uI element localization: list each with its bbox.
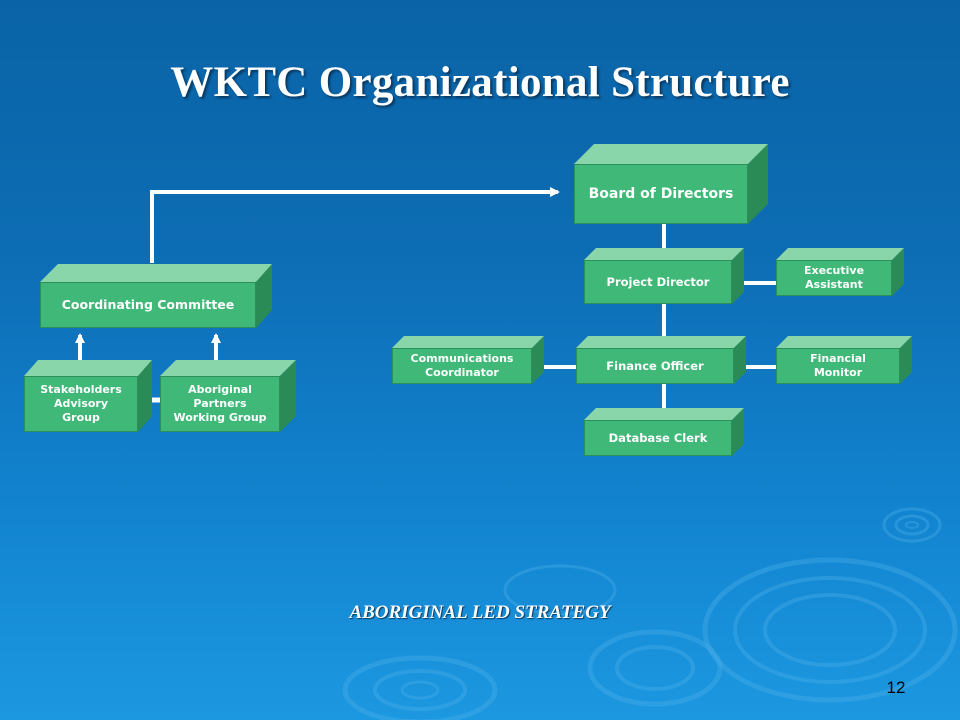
board-of-directors-label: Board of Directors xyxy=(588,185,734,202)
communications-coordinator-box: Communications Coordinator xyxy=(392,348,532,384)
financial-monitor-label: Financial Monitor xyxy=(810,351,866,379)
executive-assistant-box: Executive Assistant xyxy=(776,260,892,296)
committee-to-board-connector xyxy=(150,187,560,263)
aboriginal-partners-working-group-box: Aboriginal Partners Working Group xyxy=(160,376,280,432)
coordinating-committee-box: Coordinating Committee xyxy=(40,282,256,328)
page-number: 12 xyxy=(886,678,906,697)
slide-title: WKTC Organizational Structure xyxy=(170,59,790,106)
board-of-directors-box: Board of Directors xyxy=(574,164,748,224)
communications-coordinator-label: Communications Coordinator xyxy=(410,351,514,379)
stakeholders-advisory-group-label: Stakeholders Advisory Group xyxy=(40,382,122,425)
database-clerk-label: Database Clerk xyxy=(608,430,708,445)
project-director-label: Project Director xyxy=(606,274,710,289)
box-3d-faces xyxy=(24,144,912,456)
project-director-box: Project Director xyxy=(584,260,732,304)
aboriginal-led-strategy-text: ABORIGINAL LED STRATEGY xyxy=(349,602,611,623)
stakeholders-advisory-group-box: Stakeholders Advisory Group xyxy=(24,376,138,432)
aboriginal-partners-working-group-label: Aboriginal Partners Working Group xyxy=(173,382,267,425)
executive-assistant-label: Executive Assistant xyxy=(803,263,865,291)
financial-monitor-box: Financial Monitor xyxy=(776,348,900,384)
coordinating-committee-label: Coordinating Committee xyxy=(61,296,235,312)
finance-officer-box: Finance Officer xyxy=(576,348,734,384)
database-clerk-box: Database Clerk xyxy=(584,420,732,456)
finance-officer-label: Finance Officer xyxy=(606,358,704,373)
